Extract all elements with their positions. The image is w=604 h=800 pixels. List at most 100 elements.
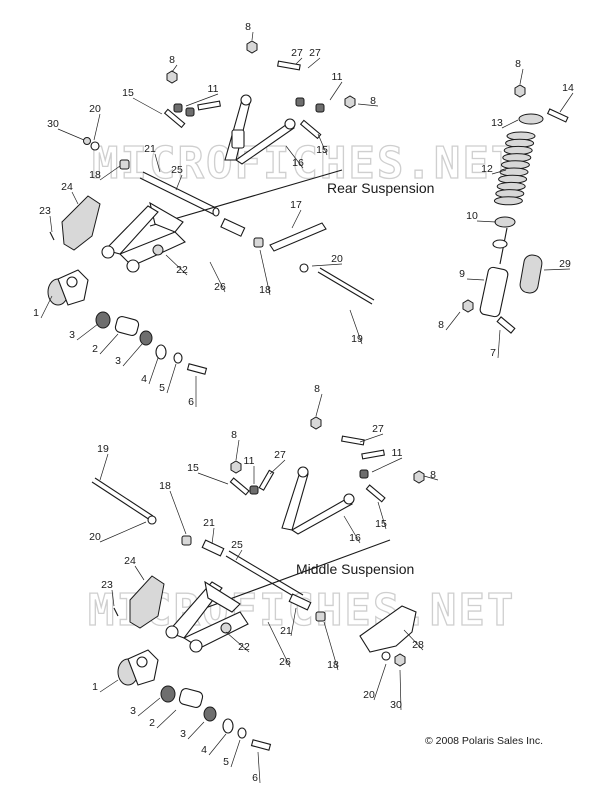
callout-number: 26 [214,281,226,293]
callout-leader-line [377,501,387,530]
callout-number: 21 [280,625,292,637]
callout-leader-line [235,549,243,561]
callout-number: 17 [290,199,302,211]
callout-leader-line [99,453,109,481]
callout-leader-line [132,97,163,115]
callout-number: 27 [309,47,321,59]
callout-number: 22 [176,264,188,276]
callout-number: 3 [115,355,121,367]
callout-leader-line [208,733,227,756]
callout-leader-line [40,295,53,319]
callout-leader-line [267,621,291,668]
callout-number: 1 [33,307,39,319]
callout-leader-line [543,268,571,271]
callout-number: 28 [412,639,424,651]
callout-number: 13 [491,117,503,129]
callout-leader-line [187,721,205,740]
callout-leader-line [154,153,161,173]
callout-leader-line [137,697,161,717]
callout-number: 3 [130,705,136,717]
callout-number: 11 [244,455,255,467]
callout-number: 7 [490,347,496,359]
callout-leader-line [76,323,99,341]
rear-spindle-part [47,269,89,306]
callout-number: 3 [180,728,186,740]
callout-leader-line [315,393,323,417]
callout-leader-line [171,64,178,73]
callout-number: 22 [238,641,250,653]
middle-suspension-title: Middle Suspension [296,561,414,577]
callout-number: 27 [372,423,384,435]
callout-leader-line [476,220,497,223]
callout-leader-line [501,119,519,129]
callout-leader-line [466,278,485,281]
callout-number: 8 [245,21,251,33]
callout-number: 4 [201,744,207,756]
rear-callouts: 8827271111152030211824232526221323456161… [33,21,574,408]
callout-number: 6 [188,396,194,408]
callout-leader-line [343,515,361,544]
callout-number: 5 [159,382,165,394]
middle-callouts: 8827271111151920182125242313234562226211… [89,383,439,784]
callout-number: 15 [122,87,134,99]
callout-leader-line [122,343,143,367]
rear-upper-arm-part [224,94,296,165]
callout-number: 30 [47,118,59,130]
callout-leader-line [295,57,303,65]
callout-number: 27 [274,449,286,461]
callout-number: 29 [559,258,571,270]
callout-number: 23 [101,579,113,591]
callout-number: 26 [279,656,291,668]
callout-number: 8 [430,469,436,481]
callout-number: 24 [61,181,73,193]
callout-leader-line [373,663,387,701]
callout-number: 18 [89,169,101,181]
callout-number: 18 [159,480,171,492]
callout-number: 8 [370,95,376,107]
callout-number: 5 [223,756,229,768]
callout-number: 18 [259,284,271,296]
callout-number: 21 [144,143,156,155]
callout-number: 21 [203,517,215,529]
callout-leader-line [257,751,261,784]
callout-leader-line [259,249,271,296]
callout-number: 16 [349,532,361,544]
callout-leader-line [291,209,302,229]
callout-number: 9 [459,268,465,280]
callout-leader-line [307,57,321,69]
callout-number: 20 [363,689,375,701]
callout-number: 18 [327,659,339,671]
callout-number: 30 [390,699,402,711]
callout-number: 11 [208,83,219,95]
callout-leader-line [285,145,304,169]
callout-leader-line [323,621,339,671]
callout-leader-line [165,254,188,276]
callout-number: 10 [466,210,478,222]
callout-number: 19 [97,443,109,455]
callout-leader-line [251,31,254,41]
callout-number: 25 [231,539,243,551]
callout-leader-line [359,433,384,443]
callout-number: 8 [438,319,444,331]
callout-leader-line [519,68,524,85]
watermark-top: MICROFICHES.NET [92,138,519,189]
callout-leader-line [197,472,229,485]
callout-leader-line [99,679,119,693]
callout-leader-line [399,669,402,711]
callout-leader-line [175,174,183,191]
rear-suspension-title: Rear Suspension [327,180,434,196]
callout-number: 8 [231,429,237,441]
callout-number: 1 [92,681,98,693]
callout-leader-line [169,490,187,535]
rear-spring-part [493,131,536,206]
callout-number: 20 [89,103,101,115]
callout-leader-line [111,589,115,607]
spring-coil [493,196,523,206]
rear-shock-part [479,227,509,318]
callout-leader-line [49,215,53,233]
callout-number: 8 [169,54,175,66]
callout-number: 24 [124,555,136,567]
callout-number: 25 [171,164,183,176]
callout-leader-line [491,169,507,175]
